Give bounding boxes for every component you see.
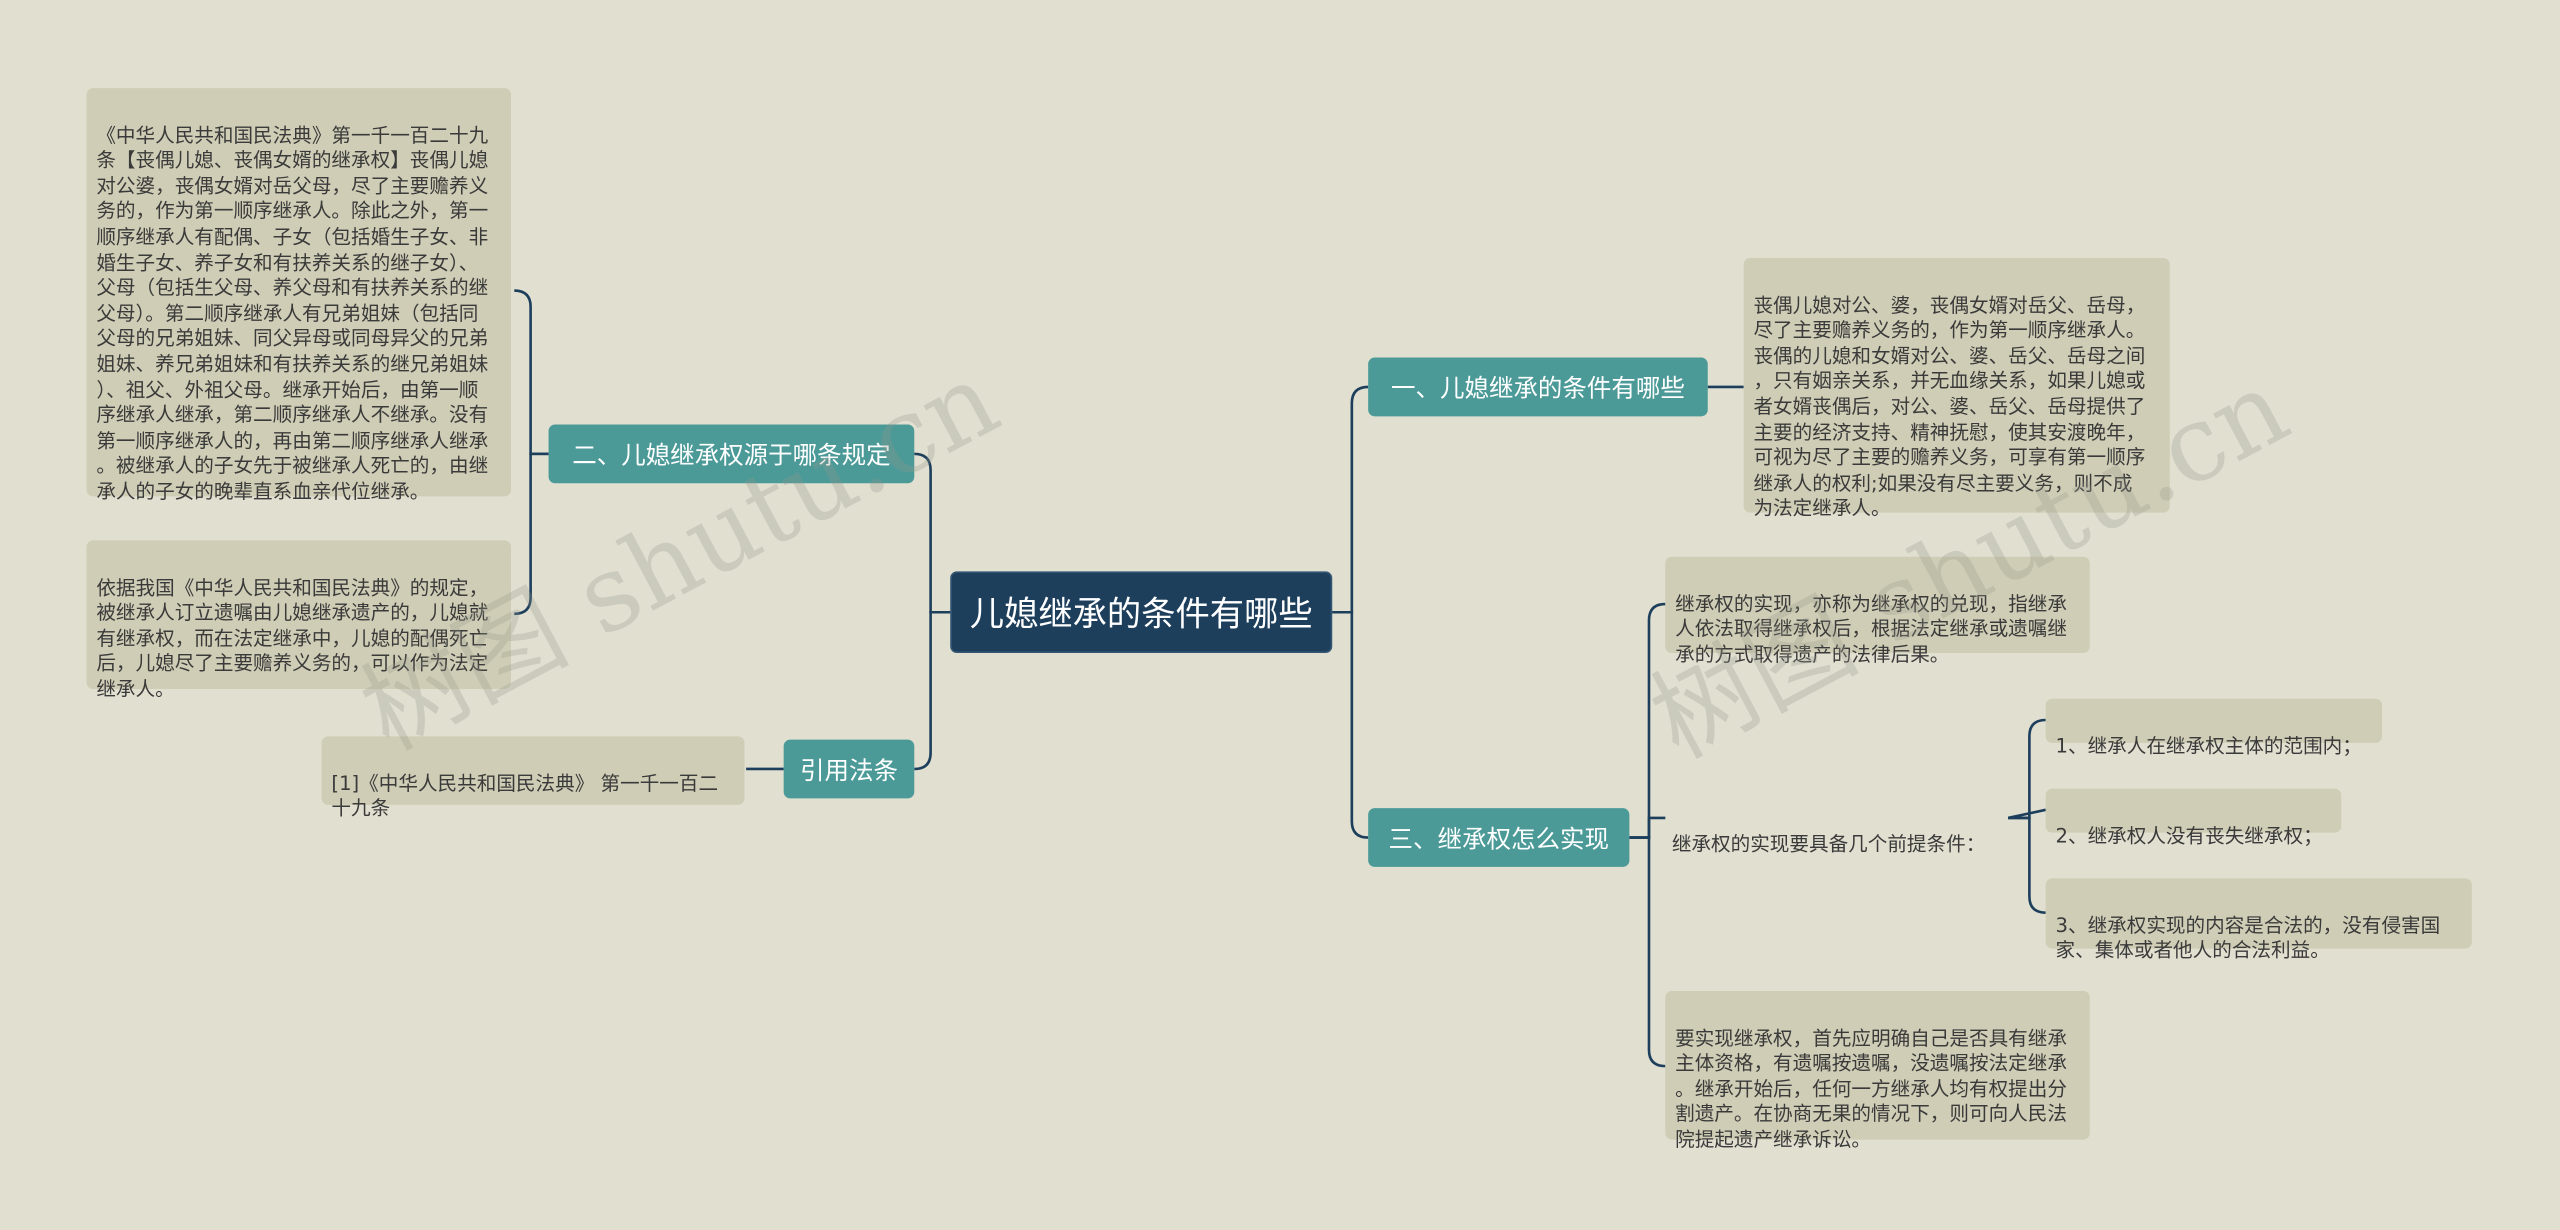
leaf-b2-2-text: 依据我国《中华人民共和国民法典》的规定， 被继承人订立遗嘱由儿媳继承遗产的，儿媳…: [96, 575, 489, 701]
link-b2-leaf1: [514, 289, 549, 456]
leaf-b3-sub1-text: 1、继承人在继承权主体的范围内；: [2055, 734, 2362, 757]
link-sub1: [2008, 718, 2046, 820]
leaf-b3-sub3[interactable]: 3、继承权实现的内容是合法的，没有侵害国 家、集体或者他人的合法利益。: [2045, 878, 2472, 962]
leaf-b3-sub1[interactable]: 1、继承人在继承权主体的范围内；: [2045, 698, 2383, 757]
link-b2-leaf2: [514, 452, 549, 616]
branch-label-3: 三、继承权怎么实现: [1388, 823, 1609, 854]
root-title: 儿媳继承的条件有哪些: [969, 594, 1313, 634]
link-root-b1: [1332, 385, 1369, 614]
leaf-b3-2-text: 继承权的实现要具备几个前提条件：: [1671, 831, 1986, 855]
branch-node-4[interactable]: 引用法条: [783, 739, 915, 799]
leaf-b1[interactable]: 丧偶儿媳对公、婆，丧偶女婿对岳父、岳母， 尽了主要赡养义务的，作为第一顺序继承人…: [1743, 257, 2170, 520]
branch-node-2[interactable]: 二、儿媳继承权源于哪条规定: [548, 424, 915, 484]
leaf-b2-2[interactable]: 依据我国《中华人民共和国民法典》的规定， 被继承人订立遗嘱由儿媳继承遗产的，儿媳…: [86, 540, 512, 700]
leaf-b3-1[interactable]: 继承权的实现，亦称为继承权的兑现，指继承 人依法取得继承权后，根据法定继承或遗嘱…: [1665, 556, 2090, 666]
branch-node-3[interactable]: 三、继承权怎么实现: [1368, 808, 1630, 867]
leaf-b1-text: 丧偶儿媳对公、婆，丧偶女婿对岳父、岳母， 尽了主要赡养义务的，作为第一顺序继承人…: [1753, 293, 2146, 520]
leaf-b4[interactable]: [1]《中华人民共和国民法典》 第一千一百二 十九条: [321, 736, 745, 820]
link-b3-leaf3: [1629, 836, 1666, 1068]
leaf-b2-1[interactable]: 《中华人民共和国民法典》第一千一百二十九 条【丧偶儿媳、丧偶女婿的继承权】丧偶儿…: [86, 88, 512, 503]
leaf-b4-text: [1]《中华人民共和国民法典》 第一千一百二 十九条: [331, 771, 719, 820]
leaf-b3-1-text: 继承权的实现，亦称为继承权的兑现，指继承 人依法取得继承权后，根据法定继承或遗嘱…: [1675, 591, 2067, 666]
link-b3-leaf2: [1629, 816, 1666, 839]
leaf-b3-3-text: 要实现继承权，首先应明确自己是否具有继承 主体资格，有遗嘱按遗嘱，没遗嘱按法定继…: [1675, 1026, 2067, 1151]
leaf-b3-3[interactable]: 要实现继承权，首先应明确自己是否具有继承 主体资格，有遗嘱按遗嘱，没遗嘱按法定继…: [1665, 991, 2090, 1151]
root-node[interactable]: 儿媳继承的条件有哪些: [950, 571, 1333, 654]
branch-label-2: 二、儿媳继承权源于哪条规定: [572, 439, 891, 470]
link-root-b4: [914, 610, 951, 771]
link-b3-leaf1: [1629, 602, 1666, 839]
leaf-b3-2[interactable]: 继承权的实现要具备几个前提条件：: [1665, 798, 2011, 855]
link-sub3: [2008, 816, 2046, 914]
branch-label-1: 一、儿媳继承的条件有哪些: [1390, 373, 1685, 403]
leaf-b3-sub3-text: 3、继承权实现的内容是合法的，没有侵害国 家、集体或者他人的合法利益。: [2055, 913, 2441, 962]
branch-node-1[interactable]: 一、儿媳继承的条件有哪些: [1368, 357, 1708, 417]
leaf-b3-sub2-text: 2、继承权人没有丧失继承权；: [2055, 823, 2323, 847]
leaf-b3-sub2[interactable]: 2、继承权人没有丧失继承权；: [2045, 788, 2342, 847]
leaf-b2-1-text: 《中华人民共和国民法典》第一千一百二十九 条【丧偶儿媳、丧偶女婿的继承权】丧偶儿…: [96, 123, 489, 503]
branch-label-4: 引用法条: [799, 755, 898, 785]
link-sub2: [2007, 808, 2046, 820]
link-root-b3: [1332, 610, 1369, 839]
link-root-b2: [914, 452, 951, 614]
